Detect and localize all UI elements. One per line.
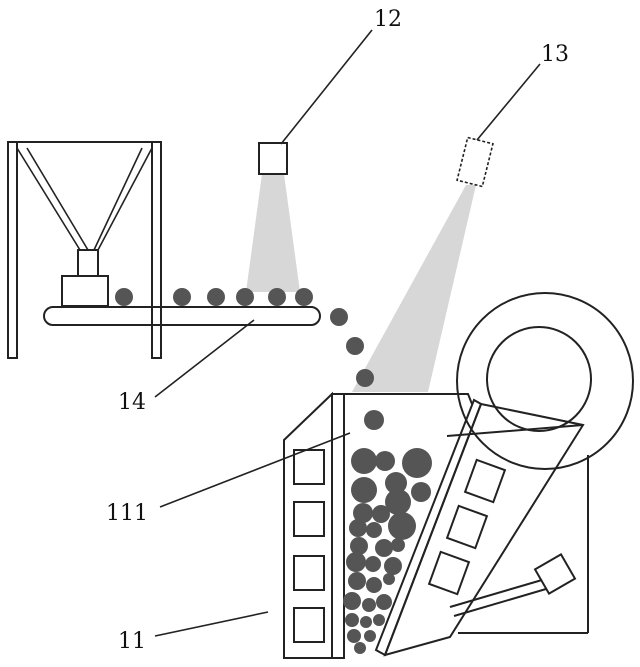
leader-12 <box>280 29 373 145</box>
crusher-body <box>283 391 589 659</box>
leader-111 <box>159 432 351 508</box>
conveyor-material <box>115 288 313 306</box>
label-12: 12 <box>374 7 402 32</box>
label-13: 13 <box>541 42 569 67</box>
crusher-chamber-material <box>343 448 432 654</box>
label-111: 111 <box>106 501 148 526</box>
crusher-flywheel <box>456 292 634 470</box>
sensor-13-box <box>456 136 494 188</box>
sensor-12-box <box>258 142 288 175</box>
leader-13 <box>476 63 541 141</box>
label-14: 14 <box>118 390 146 415</box>
falling-material <box>330 308 384 430</box>
sensor-13-beam <box>352 185 476 392</box>
conveyor-belt <box>43 306 321 326</box>
leader-11 <box>154 611 269 637</box>
sensor-12-beam <box>246 174 300 292</box>
leader-14 <box>154 319 255 398</box>
label-11: 11 <box>118 629 146 654</box>
